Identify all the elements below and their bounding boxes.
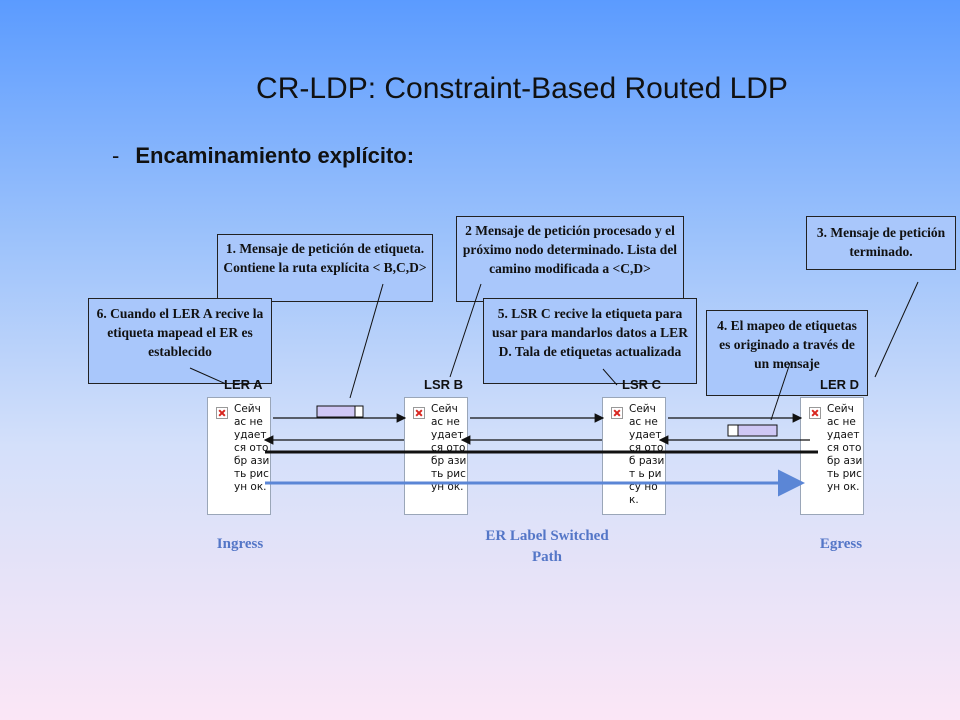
label-packet-mapping-tail (727, 424, 739, 437)
router-ler-a: Сейч ас не удает ся отобр азить рисун ок… (207, 397, 271, 515)
node-label-lsr-b: LSR B (424, 377, 463, 392)
broken-image-icon (413, 407, 425, 419)
callout-2: 2 Mensaje de petición procesado y el pró… (456, 216, 684, 302)
broken-image-icon (809, 407, 821, 419)
label-packet-mapping (737, 424, 778, 437)
router-lsr-b: Сейч ас не удает ся отобр азить рисун ок… (404, 397, 468, 515)
router-placeholder-text: Сейч ас не удает ся отобр азить рисун ок… (431, 403, 467, 493)
caption-er-lsp: ER Label Switched Path (485, 528, 609, 565)
router-placeholder-text: Сейч ас не удает ся отобр азить рисун ок… (827, 403, 863, 493)
callout-6: 6. Cuando el LER A recive la etiqueta ma… (88, 298, 272, 384)
leader-line-3 (874, 281, 919, 378)
bullet-item: -Encaminamiento explícito: (112, 143, 414, 169)
caption-ingress: Ingress (216, 536, 264, 552)
broken-image-icon (216, 407, 228, 419)
broken-image-icon (611, 407, 623, 419)
router-placeholder-text: Сейч ас не удает ся отоб разит ь рису но… (629, 403, 665, 506)
router-placeholder-text: Сейч ас не удает ся отобр азить рисун ок… (234, 403, 270, 493)
callout-5: 5. LSR C recive la etiqueta para usar pa… (483, 298, 697, 384)
bullet-dash: - (112, 143, 120, 168)
label-packet-request (316, 405, 356, 418)
bullet-text: Encaminamiento explícito: (135, 143, 415, 168)
router-lsr-c: Сейч ас не удает ся отоб разит ь рису но… (602, 397, 666, 515)
callout-3: 3. Mensaje de petición terminado. (806, 216, 956, 270)
label-packet-request-tail (354, 405, 364, 418)
callout-1: 1. Mensaje de petición de etiqueta. Cont… (217, 234, 433, 302)
slide-title: CR-LDP: Constraint-Based Routed LDP (256, 72, 788, 105)
caption-egress: Egress (819, 536, 863, 552)
node-label-ler-d: LER D (820, 377, 859, 392)
router-ler-d: Сейч ас не удает ся отобр азить рисун ок… (800, 397, 864, 515)
node-label-lsr-c: LSR C (622, 377, 661, 392)
node-label-ler-a: LER A (224, 377, 263, 392)
